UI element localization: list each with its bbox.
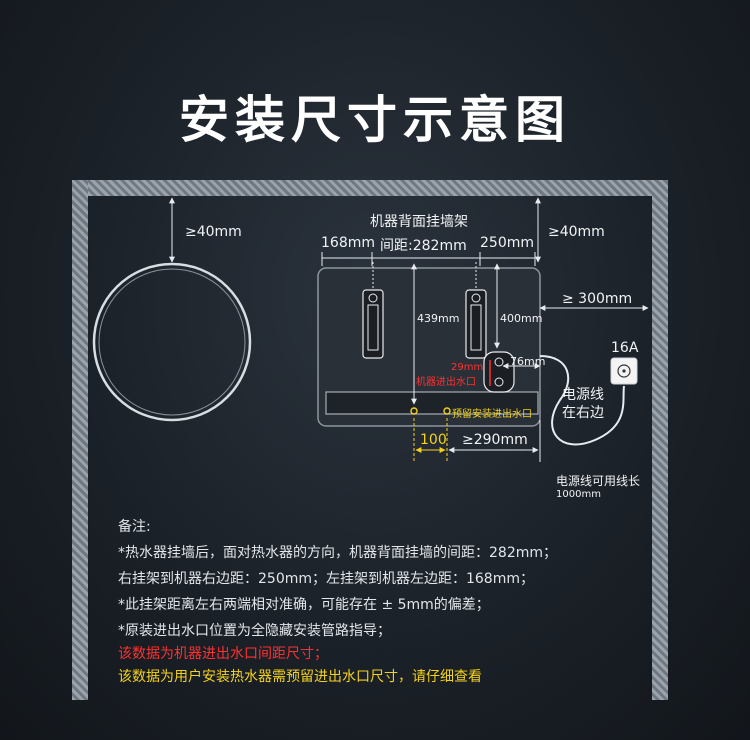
wall-left bbox=[72, 180, 88, 700]
note-line-2: 右挂架到机器右边距：250mm；左挂架到机器左边距：168mm； bbox=[118, 571, 534, 587]
wall-right bbox=[652, 180, 668, 700]
heater-bottom-panel bbox=[325, 391, 539, 415]
power-side-label-2: 在右边 bbox=[562, 405, 604, 421]
notes-heading: 备注: bbox=[118, 519, 151, 535]
yellow-reserved-label: 预留安装进出水口 bbox=[452, 409, 532, 420]
inlet-outlet-block bbox=[483, 351, 515, 393]
height-439: 439mm bbox=[417, 312, 460, 325]
note-line-3: *此挂架距离左右两端相对准确，可能存在 ± 5mm的偏差； bbox=[118, 597, 490, 613]
red-inlet-label: 机器进出水口 bbox=[416, 377, 476, 388]
wall-top bbox=[72, 180, 668, 196]
red-29mm: 29mm bbox=[451, 362, 484, 373]
height-400: 400mm bbox=[500, 312, 543, 325]
side-clearance: ≥ 300mm bbox=[562, 291, 633, 307]
top-clearance-right: ≥40mm bbox=[548, 224, 605, 240]
notes: 备注: *热水器挂墙后，面对热水器的方向，机器背面挂墙的间距：282mm； 右挂… bbox=[118, 516, 638, 691]
socket-label: 16A bbox=[611, 340, 639, 356]
yellow-100: 100 bbox=[420, 432, 447, 448]
power-side-label-1: 电源线 bbox=[562, 387, 604, 403]
note-line-4: *原装进出水口位置为全隐藏安装管路指导； bbox=[118, 623, 391, 639]
min-290: ≥290mm bbox=[462, 432, 528, 448]
power-socket bbox=[610, 357, 638, 385]
heater-side-circle bbox=[92, 262, 252, 422]
page-title: 安装尺寸示意图 bbox=[179, 91, 571, 149]
left-bracket bbox=[362, 289, 384, 359]
right-bracket bbox=[465, 289, 487, 359]
power-cable bbox=[539, 355, 625, 446]
note-line-1: *热水器挂墙后，面对热水器的方向，机器背面挂墙的间距：282mm； bbox=[118, 545, 557, 561]
left-edge-distance: 168mm bbox=[321, 235, 375, 251]
right-edge-distance: 250mm bbox=[480, 235, 534, 251]
note-red-line: 该数据为机器进出水口间距尺寸； bbox=[118, 646, 328, 662]
cable-length: 1000mm bbox=[556, 489, 601, 500]
cable-label: 电源线可用线长 bbox=[556, 474, 641, 488]
distance-76: 76mm bbox=[510, 355, 546, 368]
bracket-title: 机器背面挂墙架 bbox=[370, 214, 468, 230]
top-clearance-left: ≥40mm bbox=[185, 224, 242, 240]
note-yellow-line: 该数据为用户安装热水器需预留进出水口尺寸，请仔细查看 bbox=[118, 669, 482, 685]
bracket-spacing: 间距:282mm bbox=[380, 238, 467, 254]
